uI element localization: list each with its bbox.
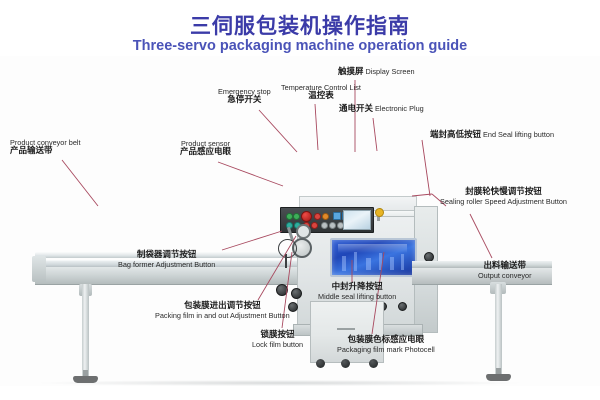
emergency-stop-button[interactable] bbox=[301, 211, 312, 222]
callout-product-sensor: Product sensor 产品感应电眼 bbox=[180, 139, 232, 158]
callout-product-sensor-en: Product sensor bbox=[180, 139, 231, 148]
page-title-cn: 三伺服包装机操作指南 bbox=[190, 14, 410, 38]
callout-packing-film-in-and-out-adjustment-button: 包装膜进出调节按钮 Packing film in and out Adjust… bbox=[155, 301, 290, 320]
callout-middle-seal-en: Middle seal lifting button bbox=[318, 291, 397, 301]
callout-end-seal-lifting-button-en: End Seal lifting button bbox=[483, 130, 555, 139]
callout-emergency-stop-cn: 急停开关 bbox=[227, 95, 262, 106]
infeed-conveyor-foot bbox=[73, 376, 98, 383]
panel-button-green-2[interactable] bbox=[293, 213, 300, 220]
callout-output-conveyor: 出料输送带 Output conveyor bbox=[478, 261, 532, 280]
cable-tail bbox=[285, 254, 287, 268]
electronic-plug-switch[interactable] bbox=[375, 208, 384, 217]
panel-button-grey-2[interactable] bbox=[329, 222, 336, 229]
callout-product-conveyor-belt-cn: 产品输送带 bbox=[10, 146, 53, 157]
callout-bag-former-cn: 制袋器调节按钮 bbox=[136, 250, 197, 260]
cable-loop bbox=[278, 239, 297, 258]
callout-photocell-cn: 包装膜色标感应电眼 bbox=[347, 335, 425, 345]
panel-button-green-1[interactable] bbox=[286, 213, 293, 220]
output-foot-pin bbox=[496, 368, 501, 376]
panel-button-blue-1[interactable] bbox=[333, 212, 341, 220]
callout-packaging-film-mark-photocell: 包装膜色标感应电眼 Packaging film mark Photocell bbox=[337, 335, 435, 354]
callout-display-screen-cn: 触摸屏 bbox=[338, 67, 364, 77]
callout-emergency-stop: Emergency stop 急停开关 bbox=[218, 87, 271, 106]
floor-shadow bbox=[40, 380, 520, 386]
caster-wheel-left bbox=[316, 359, 325, 368]
packing-film-adjustment-knob[interactable] bbox=[291, 288, 302, 299]
panel-button-orange[interactable] bbox=[322, 213, 329, 220]
lower-cabinet bbox=[310, 301, 384, 363]
callout-electronic-plug: 通电开关 Electronic Plug bbox=[339, 104, 424, 115]
callout-middle-seal-lifting-button: 中封升降按钮 Middle seal lifting button bbox=[318, 282, 397, 301]
output-conveyor-leg bbox=[495, 284, 502, 376]
callout-photocell-en: Packaging film mark Photocell bbox=[337, 344, 435, 354]
callout-product-sensor-cn: 产品感应电眼 bbox=[180, 147, 232, 158]
film-viewing-window bbox=[330, 238, 417, 277]
infeed-conveyor-rail bbox=[35, 252, 298, 258]
callout-packing-film-en: Packing film in and out Adjustment Butto… bbox=[155, 310, 290, 320]
callout-bag-former-adjustment-button: 制袋器调节按钮 Bag former Adjustment Button bbox=[118, 250, 216, 269]
callout-packing-film-cn: 包装膜进出调节按钮 bbox=[184, 301, 261, 311]
panel-button-red-4[interactable] bbox=[311, 222, 318, 229]
callout-lock-film-button: 锁膜按钮 Lock film button bbox=[252, 330, 304, 349]
cabinet-handle[interactable] bbox=[337, 328, 355, 330]
callout-display-screen: 触摸屏 Display Screen bbox=[338, 67, 415, 78]
output-conveyor-belt bbox=[412, 261, 552, 268]
callout-emergency-stop-en: Emergency stop bbox=[218, 87, 271, 96]
callout-lock-film-en: Lock film button bbox=[252, 339, 304, 349]
callout-temperature-control-list-cn: 温控表 bbox=[308, 91, 334, 102]
output-conveyor-frame bbox=[412, 268, 552, 285]
bag-former-adjustment-knob[interactable] bbox=[276, 284, 288, 296]
panel-button-grey-1[interactable] bbox=[321, 222, 328, 229]
photocell-sensor-2 bbox=[398, 302, 407, 311]
infeed-conveyor-head bbox=[32, 256, 46, 282]
callout-product-conveyor-belt: Product conveyor belt 产品输送带 bbox=[10, 138, 81, 157]
callout-end-seal-lifting-button-cn: 端封高低按钮 bbox=[430, 130, 482, 140]
callout-sealing-roller-speed-cn: 封膜轮快慢调节按钮 bbox=[465, 187, 542, 197]
callout-product-conveyor-belt-en: Product conveyor belt bbox=[10, 138, 81, 147]
machine-photo bbox=[0, 56, 600, 386]
electronic-plug-stem bbox=[377, 214, 380, 221]
callout-output-conveyor-cn: 出料输送带 bbox=[483, 261, 527, 271]
callout-temperature-control-list: Temperature Control List 温控表 bbox=[281, 83, 361, 102]
callout-temperature-control-list-en: Temperature Control List bbox=[281, 83, 361, 92]
infeed-conveyor-frame bbox=[35, 267, 300, 285]
caster-wheel-mid bbox=[341, 359, 350, 368]
callout-output-conveyor-en: Output conveyor bbox=[478, 270, 532, 280]
callout-sealing-roller-speed-adjustment-button: 封膜轮快慢调节按钮 Sealing roller Speed Adjustmen… bbox=[440, 187, 567, 206]
output-conveyor-foot bbox=[486, 374, 511, 381]
callout-display-screen-en: Display Screen bbox=[365, 67, 415, 76]
callout-lock-film-cn: 锁膜按钮 bbox=[260, 330, 295, 340]
callout-electronic-plug-cn: 通电开关 bbox=[339, 104, 374, 114]
callout-electronic-plug-en: Electronic Plug bbox=[375, 104, 424, 113]
caster-wheel-right bbox=[369, 359, 378, 368]
callout-end-seal-lifting-button: 端封高低按钮 End Seal lifting button bbox=[430, 130, 555, 141]
infeed-foot-pin bbox=[83, 370, 88, 378]
page-title-en: Three-servo packaging machine operation … bbox=[132, 38, 468, 54]
callout-middle-seal-cn: 中封升降按钮 bbox=[331, 282, 383, 292]
touch-display-screen[interactable] bbox=[343, 210, 371, 230]
callout-sealing-roller-speed-en: Sealing roller Speed Adjustment Button bbox=[440, 196, 567, 206]
infeed-conveyor-belt bbox=[35, 260, 300, 268]
callout-bag-former-en: Bag former Adjustment Button bbox=[118, 259, 216, 269]
lock-film-knob[interactable] bbox=[288, 302, 298, 312]
infeed-conveyor-leg bbox=[82, 284, 89, 379]
panel-button-red-2[interactable] bbox=[314, 213, 321, 220]
